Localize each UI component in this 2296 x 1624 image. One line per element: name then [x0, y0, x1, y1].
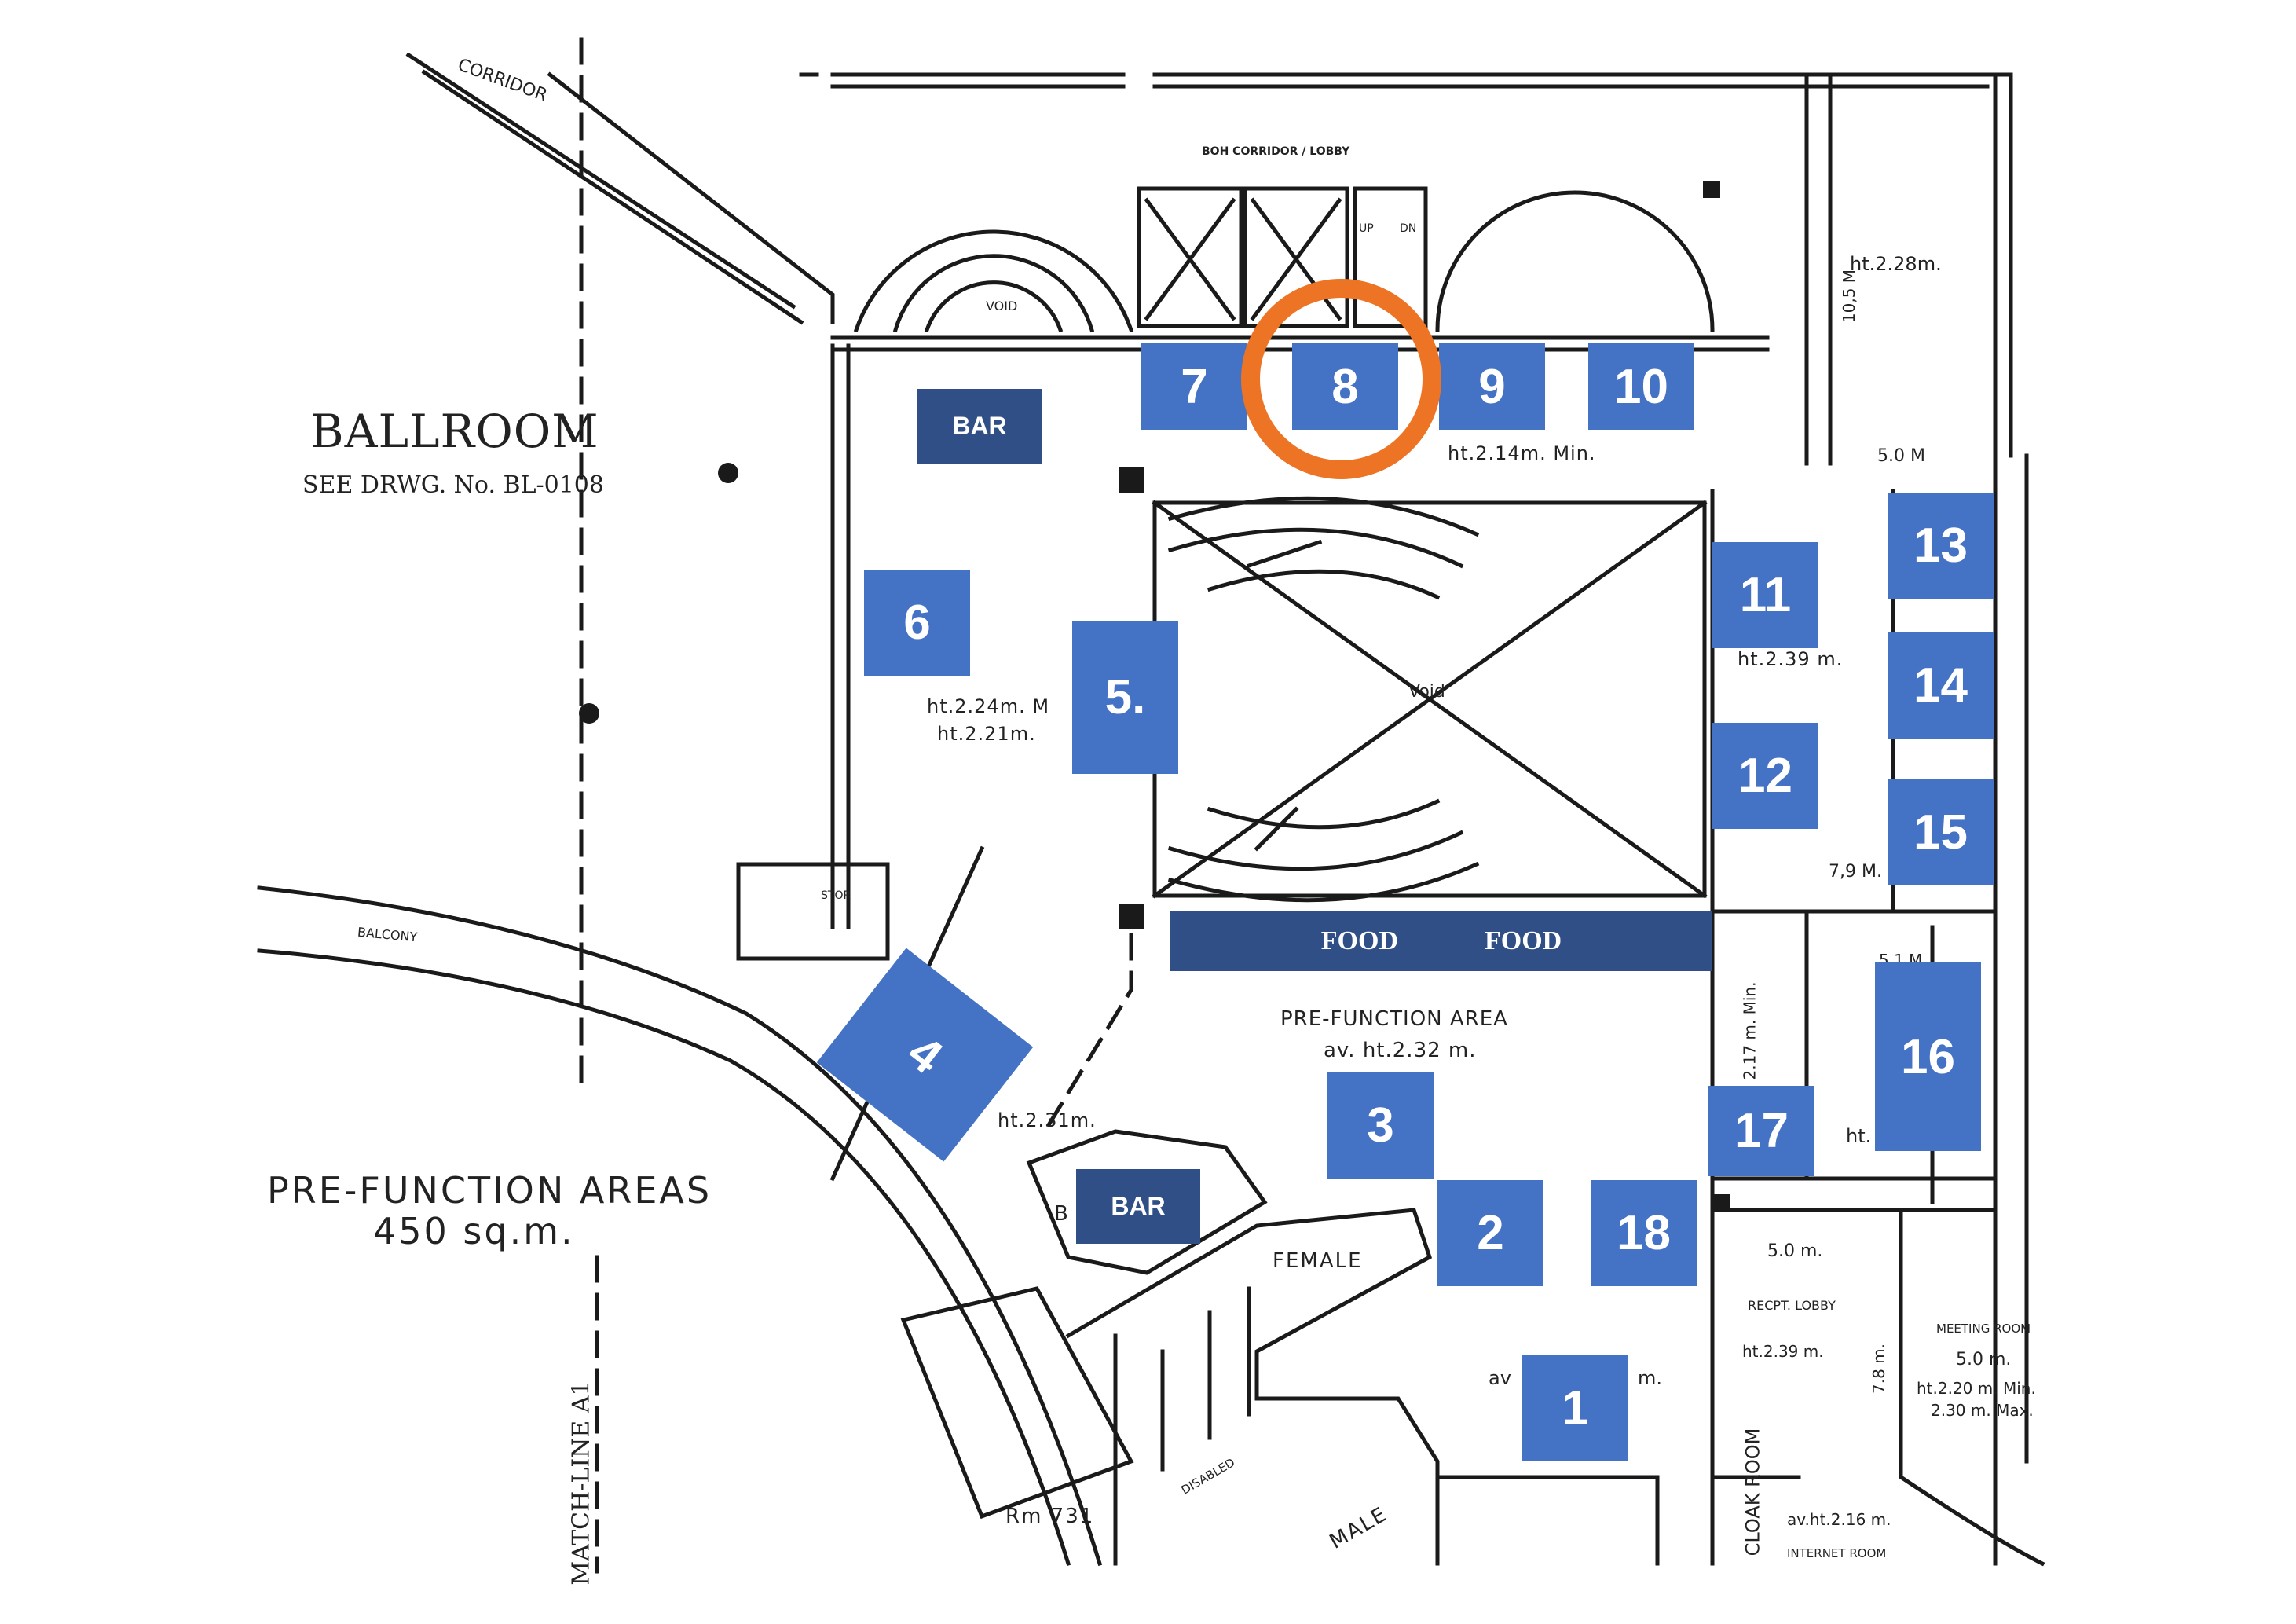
up-label: UP: [1359, 222, 1374, 235]
dim-214: ht.2.14m. Min.: [1448, 442, 1596, 464]
dim-50c: 5.0 m.: [1956, 1350, 2012, 1369]
column-4: [1119, 904, 1144, 929]
dim-av: av: [1489, 1367, 1511, 1389]
column-6: [1712, 1194, 1730, 1212]
dim-239a: ht.2.39 m.: [1738, 648, 1844, 670]
female-label: FEMALE: [1273, 1249, 1363, 1273]
booth-9[interactable]: 9: [1439, 343, 1545, 430]
dim-50m: 5.0 M: [1877, 446, 1925, 466]
booth-11[interactable]: 11: [1712, 542, 1818, 648]
bottom-wall: [1435, 1475, 1801, 1566]
booth-5[interactable]: 5.: [1072, 621, 1178, 774]
booth-10[interactable]: 10: [1588, 343, 1694, 430]
toilets-outline: [1065, 1208, 1440, 1566]
void-small-label: VOID: [986, 299, 1018, 313]
booth-18[interactable]: 18: [1591, 1180, 1697, 1286]
ballroom-wall: [830, 343, 851, 929]
bar-bottom[interactable]: BAR: [1076, 1169, 1200, 1244]
dim-217: 2.17 m. Min.: [1740, 981, 1760, 1080]
recpt-lobby-label: RECPT. LOBBY: [1748, 1298, 1836, 1313]
booth-17[interactable]: 17: [1708, 1086, 1814, 1176]
dim-79: 7,9 M.: [1829, 862, 1882, 882]
column-1: [718, 463, 738, 483]
dim-m: m.: [1638, 1367, 1663, 1389]
booth-14[interactable]: 14: [1888, 632, 1994, 739]
hall-right-arc: [1435, 190, 1715, 332]
booth-3[interactable]: 3: [1327, 1072, 1434, 1179]
column-5: [1703, 181, 1720, 198]
rooms-right-wall: [1710, 76, 1833, 1566]
dim-105: 10,5 M: [1840, 269, 1859, 324]
dim-224: ht.2.24m. M: [927, 695, 1050, 717]
dim-78: 7.8 m.: [1869, 1343, 1889, 1395]
prefunction-height-label: av. ht.2.32 m.: [1324, 1039, 1477, 1062]
corridor-walls: [405, 52, 835, 325]
dim-ht-228: ht.2.28m.: [1850, 253, 1942, 275]
dim-221: ht.2.21m.: [937, 723, 1036, 745]
dim-230: 2.30 m. Max.: [1931, 1401, 2034, 1420]
elevator-1: [1137, 186, 1243, 328]
dim-239b: ht.2.39 m.: [1742, 1342, 1824, 1361]
booth-1[interactable]: 1: [1522, 1355, 1628, 1461]
dim-220: ht.2.20 m. Min.: [1917, 1379, 2036, 1398]
stor-block: [736, 862, 890, 961]
ballroom-label: BALLROOM: [310, 405, 599, 458]
food-counter[interactable]: FOOD FOOD: [1170, 911, 1712, 971]
column-3: [1119, 467, 1144, 493]
void-stair-top: [1167, 496, 1480, 600]
booth-13[interactable]: 13: [1888, 493, 1994, 599]
balcony-curve: [257, 885, 1103, 1567]
meeting-room-label: MEETING ROOM: [1936, 1322, 2031, 1336]
elevator-x: [1144, 197, 1342, 321]
void-stair-bottom: [1167, 798, 1480, 903]
prefunction-area-label: PRE-FUNCTION AREA: [1280, 1007, 1508, 1031]
food-1-label: FOOD: [1320, 926, 1398, 955]
column-2: [579, 703, 599, 724]
prefunction-dash: [579, 37, 1133, 1574]
bar-partial-label: B: [1054, 1202, 1068, 1226]
dim-50b: 5.0 m.: [1767, 1241, 1823, 1261]
wall-right: [1993, 72, 2029, 1566]
meeting-room-curve: [1899, 1208, 2045, 1567]
dim-231: ht.2.31m.: [998, 1109, 1097, 1131]
rooms-partitions: [1710, 909, 1998, 1212]
booth-2[interactable]: 2: [1437, 1180, 1543, 1286]
boh-corridor-label: BOH CORRIDOR / LOBBY: [1202, 145, 1350, 158]
internet-room-label: INTERNET ROOM: [1787, 1546, 1887, 1560]
booth-8[interactable]: 8: [1292, 343, 1398, 430]
elevator-2: [1243, 186, 1349, 328]
arrow-void: [1246, 539, 1323, 852]
prefunction-size-label: 450 sq.m.: [373, 1210, 575, 1252]
prefunction-areas-label: PRE-FUNCTION AREAS: [267, 1169, 712, 1212]
booth-16[interactable]: 16: [1875, 962, 1981, 1151]
ballroom-ref-label: SEE DRWG. No. BL-0108: [302, 471, 604, 499]
bar-counter: [1026, 1129, 1268, 1275]
food-2-label: FOOD: [1485, 926, 1562, 955]
dim-216: av.ht.2.16 m.: [1787, 1510, 1891, 1529]
booth-6[interactable]: 6: [864, 570, 970, 676]
dn-label: DN: [1400, 222, 1417, 235]
stair-core: [1353, 186, 1428, 328]
cloak-room-label: CLOAK ROOM: [1741, 1428, 1764, 1556]
booth-15[interactable]: 15: [1888, 779, 1994, 885]
dim-ht: ht.: [1846, 1125, 1872, 1147]
booth-7[interactable]: 7: [1141, 343, 1247, 430]
rm-731-label: Rm 731: [1005, 1505, 1095, 1528]
bar-top[interactable]: BAR: [917, 389, 1042, 464]
match-line-label: MATCH-LINE A1: [567, 1380, 595, 1586]
stair-left: [853, 229, 1134, 333]
booth-12[interactable]: 12: [1712, 723, 1818, 829]
void-x: [1152, 500, 1708, 899]
stor-label: STOR: [821, 889, 851, 902]
room-731: [900, 1286, 1134, 1520]
void-label: Void: [1408, 682, 1445, 702]
